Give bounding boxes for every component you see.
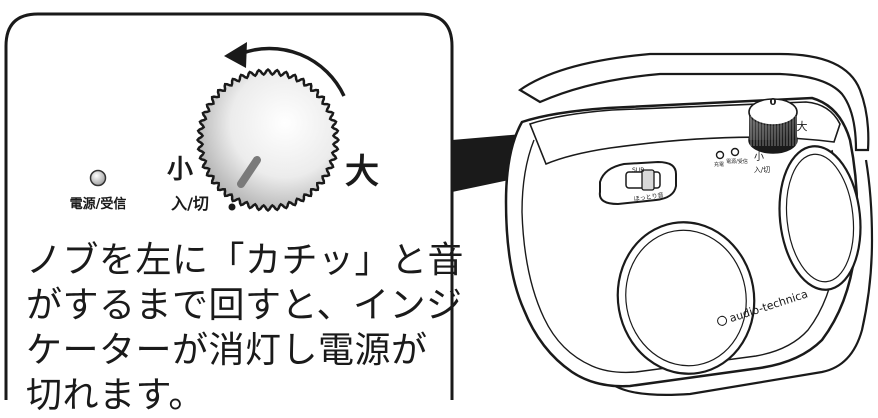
indicator-label: 電源/受信 <box>70 196 127 212</box>
indicator-led-icon <box>89 169 107 187</box>
instruction-line: 切れます。 <box>26 375 205 416</box>
device-switch-top-label: SUB <box>632 167 644 174</box>
device-label-large: 大 <box>797 119 808 133</box>
label-power: 入/切 <box>171 194 209 213</box>
illustration: 小 大 入/切 電源/受信 0 小 大 <box>4 12 874 400</box>
label-small: 小 <box>167 155 193 185</box>
device-led2-label: 電源/受信 <box>726 158 748 165</box>
device-label-power: 入/切 <box>754 166 770 174</box>
speaker-device <box>504 52 874 396</box>
device-dial-zero: 0 <box>770 97 777 108</box>
device-dial-ridges <box>750 116 797 146</box>
device-led1-label: 充電 <box>714 161 724 168</box>
volume-knob-large[interactable] <box>195 67 341 213</box>
label-large: 大 <box>345 152 379 192</box>
rotate-left-arrow-icon <box>224 42 346 97</box>
knob-indicator-mark <box>237 156 261 188</box>
knob-serrated-rim <box>195 67 341 213</box>
instruction-line: がするまで回すと、インジ <box>26 285 463 326</box>
instruction-line: ノブを左に「カチッ」と音 <box>26 240 465 281</box>
instruction-text: ノブを左に「カチッ」と音 がするまで回すと、インジ ケーターが消灯し電源が 切れ… <box>26 238 465 418</box>
power-position-dot <box>228 203 236 211</box>
instruction-line: ケーターが消灯し電源が <box>26 330 428 371</box>
device-label-small: 小 <box>754 151 764 163</box>
